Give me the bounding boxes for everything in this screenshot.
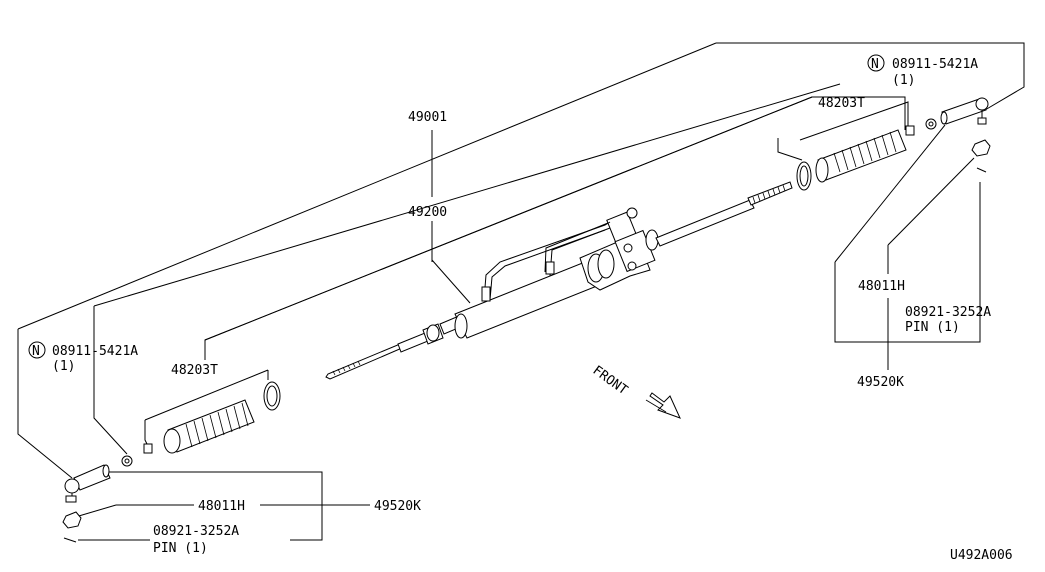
left-tie-rod-end bbox=[62, 464, 111, 543]
label-tie-rod-end-left: 49520K bbox=[374, 499, 421, 514]
front-direction-indicator: FRONT bbox=[590, 363, 681, 419]
nut-symbol-right: N bbox=[867, 54, 885, 72]
right-boot bbox=[796, 125, 915, 191]
label-nut-right-qty: (1) bbox=[892, 73, 915, 88]
label-tie-rod-left: 48011H bbox=[198, 499, 245, 514]
front-label: FRONT bbox=[590, 363, 631, 398]
label-nut-left-code: 08911-5421A bbox=[52, 344, 138, 359]
label-tie-rod-right: 48011H bbox=[858, 279, 905, 294]
right-tie-rod-end bbox=[925, 97, 991, 173]
left-boot bbox=[121, 381, 281, 467]
label-boot-left: 48203T bbox=[171, 363, 218, 378]
front-arrow-icon bbox=[649, 392, 681, 419]
leader-lines bbox=[17, 42, 1025, 541]
label-nut-right-code: 08911-5421A bbox=[892, 57, 978, 72]
label-pin-right-code: 08921-3252A bbox=[905, 305, 991, 320]
diagram-code: U492A006 bbox=[950, 548, 1013, 563]
nut-symbol-left: N bbox=[28, 341, 46, 359]
label-49200: 49200 bbox=[408, 205, 447, 220]
label-pin-left-qty: PIN (1) bbox=[153, 541, 208, 556]
label-pin-right-qty: PIN (1) bbox=[905, 320, 960, 335]
steering-rack-assembly bbox=[325, 181, 793, 380]
n-symbol-right: N bbox=[871, 57, 879, 72]
label-pin-left-code: 08921-3252A bbox=[153, 524, 239, 539]
frame-diagonals bbox=[93, 83, 841, 307]
label-boot-right: 48203T bbox=[818, 96, 865, 111]
label-tie-rod-end-right: 49520K bbox=[857, 375, 904, 390]
label-nut-left-qty: (1) bbox=[52, 359, 75, 374]
label-49001: 49001 bbox=[408, 110, 447, 125]
n-symbol-left: N bbox=[32, 344, 40, 359]
